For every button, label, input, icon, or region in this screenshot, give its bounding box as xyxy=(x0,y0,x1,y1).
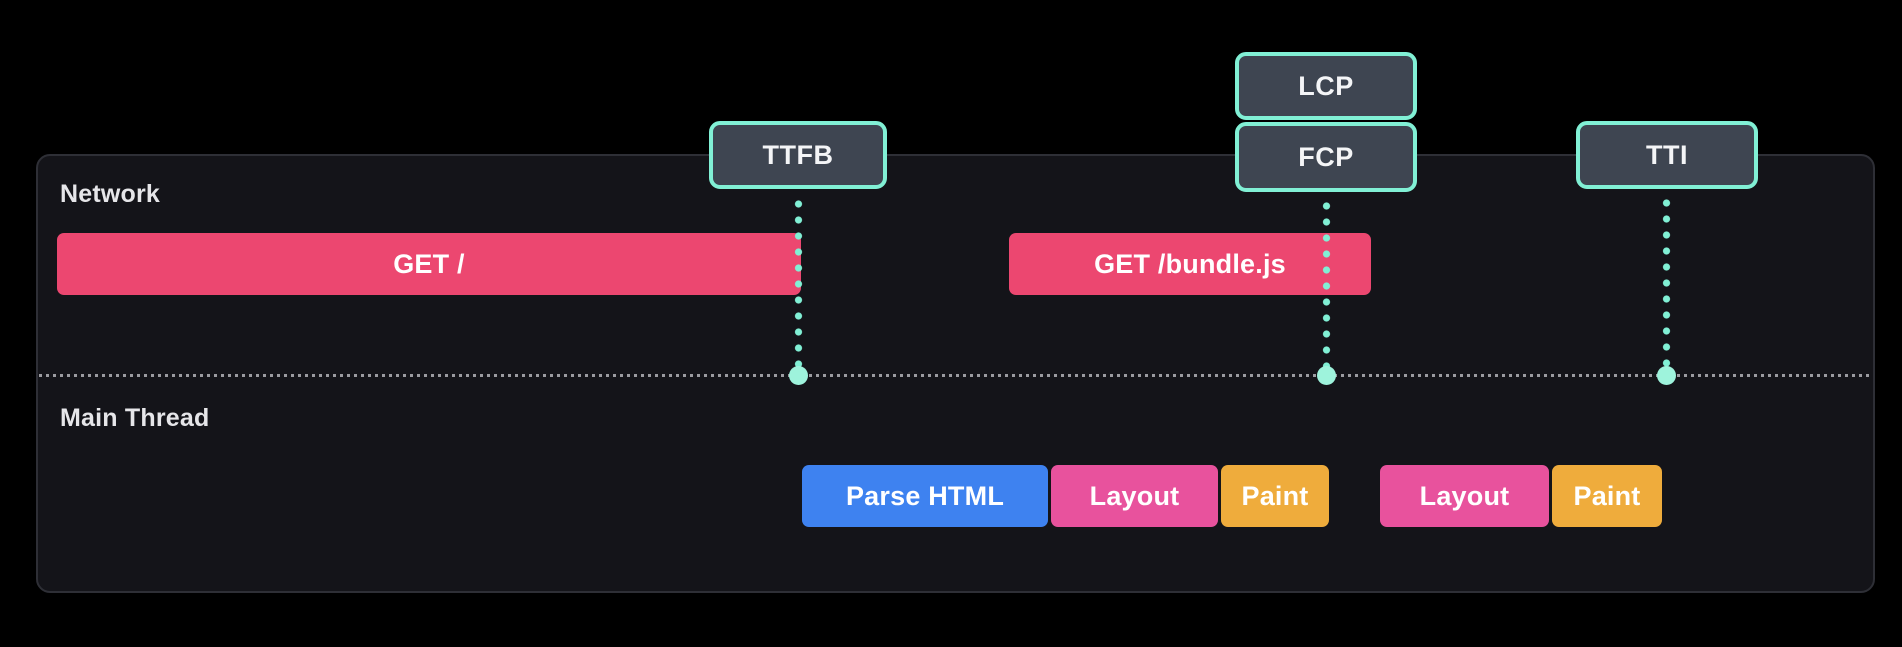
network-request-bar-get-root: GET / xyxy=(57,233,801,295)
ttfb-marker-line xyxy=(794,197,803,369)
ttfb-metric-badge: TTFB xyxy=(709,121,887,189)
network-request-bar-get-bundle: GET /bundle.js xyxy=(1009,233,1371,295)
lane-divider-dotted-line xyxy=(39,374,1873,377)
fcp-metric-badge: FCP xyxy=(1235,122,1417,192)
main-thread-bar-layout-1: Layout xyxy=(1051,465,1218,527)
fcp-marker-dot xyxy=(1317,366,1336,385)
tti-marker-dot xyxy=(1657,366,1676,385)
tti-metric-badge: TTI xyxy=(1576,121,1758,189)
main-thread-bar-layout-2: Layout xyxy=(1380,465,1549,527)
network-lane-label: Network xyxy=(60,180,161,208)
lcp-metric-badge: LCP xyxy=(1235,52,1417,120)
main-thread-lane-label: Main Thread xyxy=(60,404,210,432)
fcp-marker-line xyxy=(1322,199,1331,369)
main-thread-bar-paint-2: Paint xyxy=(1552,465,1662,527)
ttfb-marker-dot xyxy=(789,366,808,385)
main-thread-bar-parse-html: Parse HTML xyxy=(802,465,1048,527)
tti-marker-line xyxy=(1662,196,1671,369)
main-thread-bar-paint-1: Paint xyxy=(1221,465,1329,527)
